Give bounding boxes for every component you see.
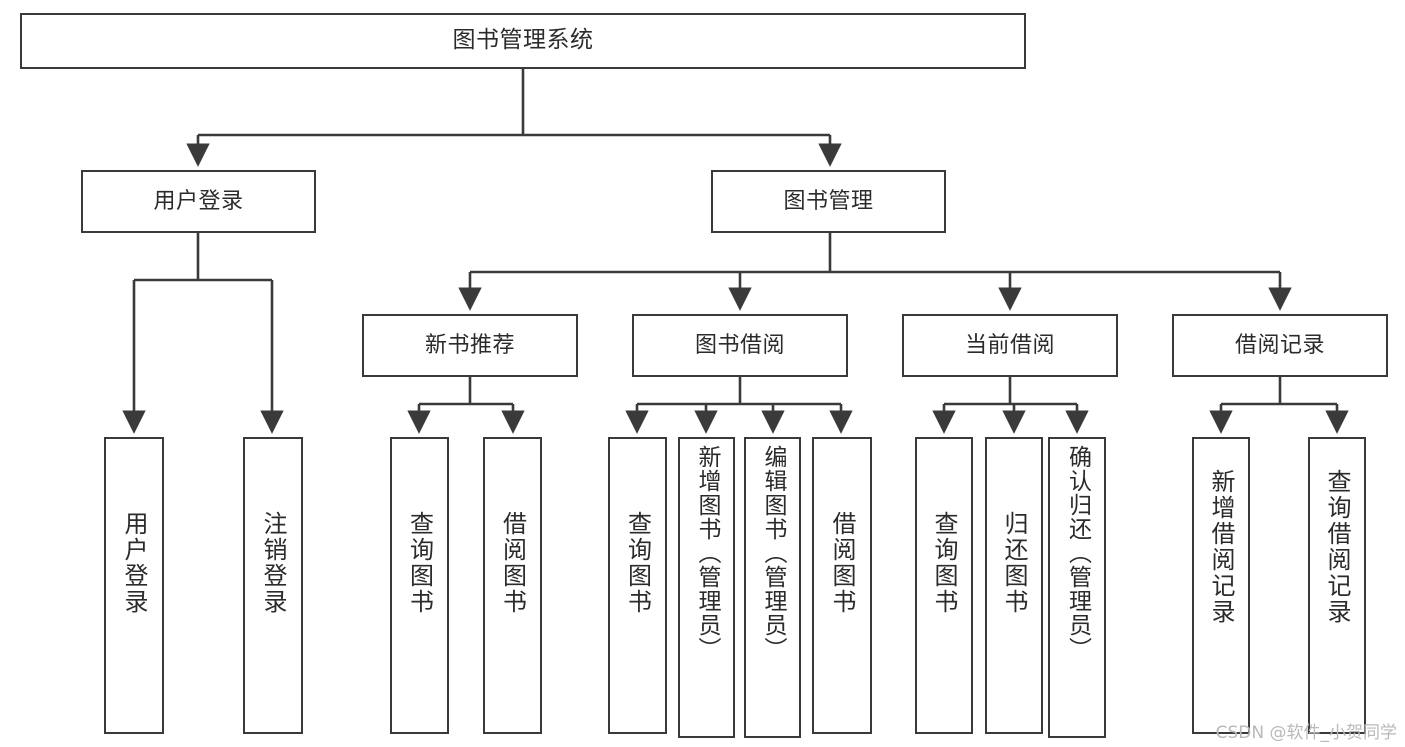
- node-new-book-recommend-label: 新书推荐: [424, 332, 515, 358]
- node-leaf-logout-login[interactable]: 注销登录: [243, 437, 303, 734]
- node-book-manage-label: 图书管理: [783, 188, 874, 214]
- node-leaf-query-book-2-label: 查询图书: [623, 511, 652, 615]
- node-root-label: 图书管理系统: [452, 27, 594, 54]
- node-user-login[interactable]: 用户登录: [81, 170, 316, 233]
- node-leaf-query-book-3[interactable]: 查询图书: [915, 437, 973, 734]
- node-leaf-borrow-book-2-label: 借阅图书: [828, 511, 856, 615]
- node-leaf-borrow-book-1-label: 借阅图书: [498, 511, 527, 615]
- node-leaf-add-book-admin-label: 新增图书（管理员）: [694, 445, 720, 661]
- node-leaf-user-login-label: 用户登录: [120, 511, 148, 615]
- node-leaf-query-book-3-label: 查询图书: [930, 511, 958, 615]
- node-leaf-add-book-admin[interactable]: 新增图书（管理员）: [678, 437, 735, 738]
- node-leaf-return-book[interactable]: 归还图书: [985, 437, 1043, 734]
- node-leaf-borrow-book-1[interactable]: 借阅图书: [483, 437, 542, 734]
- node-root[interactable]: 图书管理系统: [20, 13, 1026, 69]
- node-leaf-borrow-book-2[interactable]: 借阅图书: [812, 437, 872, 734]
- node-leaf-confirm-return-admin[interactable]: 确认归还（管理员）: [1048, 437, 1106, 738]
- node-leaf-logout-login-label: 注销登录: [259, 511, 287, 615]
- node-borrow-record-label: 借阅记录: [1234, 332, 1325, 358]
- node-leaf-return-book-label: 归还图书: [1000, 511, 1028, 615]
- node-current-borrow-label: 当前借阅: [964, 332, 1055, 358]
- node-leaf-query-book-2[interactable]: 查询图书: [608, 437, 667, 734]
- node-leaf-user-login[interactable]: 用户登录: [104, 437, 164, 734]
- node-book-borrow[interactable]: 图书借阅: [632, 314, 848, 377]
- node-leaf-add-borrow-record-label: 新增借阅记录: [1207, 469, 1235, 625]
- node-leaf-query-book-1[interactable]: 查询图书: [390, 437, 449, 734]
- node-book-manage[interactable]: 图书管理: [711, 170, 946, 233]
- node-user-login-label: 用户登录: [153, 188, 244, 214]
- node-borrow-record[interactable]: 借阅记录: [1172, 314, 1388, 377]
- node-leaf-edit-book-admin-label: 编辑图书（管理员）: [760, 445, 786, 661]
- node-leaf-edit-book-admin[interactable]: 编辑图书（管理员）: [744, 437, 801, 738]
- node-leaf-confirm-return-admin-label: 确认归还（管理员）: [1064, 445, 1091, 661]
- node-current-borrow[interactable]: 当前借阅: [902, 314, 1118, 377]
- node-leaf-query-book-1-label: 查询图书: [405, 511, 434, 615]
- node-leaf-query-borrow-record[interactable]: 查询借阅记录: [1308, 437, 1366, 734]
- csdn-watermark: CSDN @软件_小贺同学: [1215, 723, 1397, 743]
- node-leaf-query-borrow-record-label: 查询借阅记录: [1323, 469, 1351, 625]
- node-new-book-recommend[interactable]: 新书推荐: [362, 314, 578, 377]
- node-book-borrow-label: 图书借阅: [694, 332, 785, 358]
- node-leaf-add-borrow-record[interactable]: 新增借阅记录: [1192, 437, 1250, 734]
